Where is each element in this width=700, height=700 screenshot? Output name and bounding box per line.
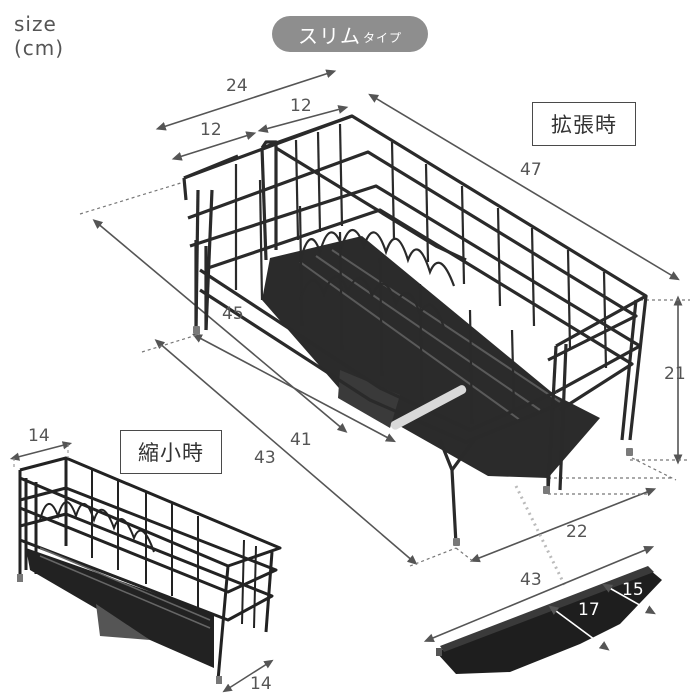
size-label: size [14,12,57,36]
dimension-lines [92,69,683,565]
dim-top-width: 24 [226,76,248,96]
dim-length-expanded: 47 [520,160,542,180]
dim-inner-41: 41 [290,430,312,450]
dim-top-half-right: 12 [290,96,312,116]
dim-base-43: 43 [254,448,276,468]
tray-length-dimension [423,546,655,642]
dim-tray-15: 15 [622,580,644,600]
dim-tray-17: 17 [578,600,600,620]
contracted-rack [9,441,282,693]
type-badge: スリムタイプ [272,16,428,52]
size-heading: size (cm) [14,12,64,60]
expanded-rack [182,114,648,546]
expanded-state-label: 拡張時 [532,102,636,146]
type-badge-small: タイプ [362,30,402,45]
contracted-state-label: 縮小時 [120,430,222,474]
dim-base-22: 22 [566,522,588,542]
type-badge-main: スリム [297,23,361,48]
dim-tray-length: 43 [520,570,542,590]
dim-small-top: 14 [28,426,50,446]
dim-top-half-left: 12 [200,120,222,140]
dim-inner-45: 45 [222,304,244,324]
dim-height: 21 [664,364,686,384]
dim-small-bottom: 14 [250,674,272,694]
tray-connector-line [514,485,568,589]
unit-label: (cm) [14,36,65,60]
